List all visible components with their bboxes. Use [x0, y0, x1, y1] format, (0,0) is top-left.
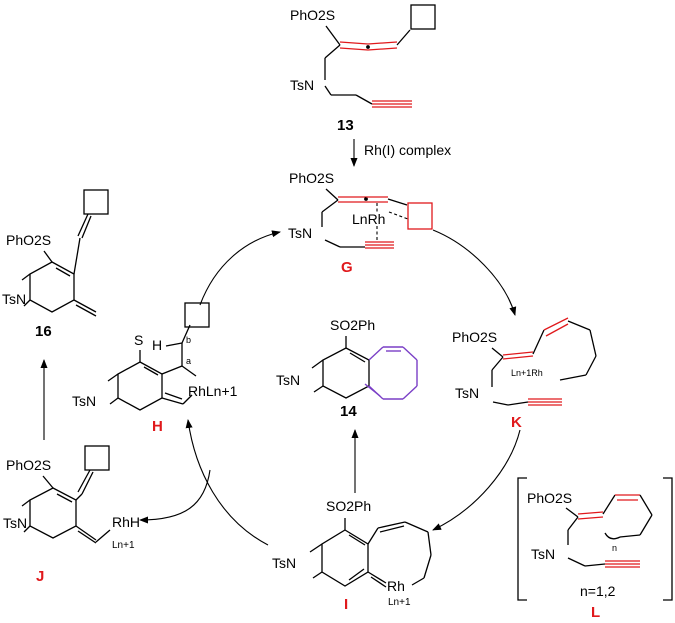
- reagent-label: Rh(I) complex: [364, 142, 451, 158]
- tosylamide-group: TsN: [2, 291, 26, 307]
- tosylamide-group: TsN: [72, 393, 96, 409]
- sulfone-group: PhO2S: [6, 232, 51, 248]
- compound-label-K: K: [511, 414, 522, 431]
- rh-hydride-label: RhH: [112, 514, 140, 530]
- tosylamide-group: TsN: [3, 515, 27, 531]
- sulfone-group: PhO2S: [290, 7, 335, 23]
- arrow-I-to-H: [185, 419, 269, 546]
- tosylamide-group: TsN: [290, 77, 314, 93]
- compound-13: PhO2S TsN 13: [290, 4, 436, 134]
- rh-ligand-label: Ln+1Rh: [511, 368, 543, 378]
- tosylamide-group: TsN: [288, 225, 312, 241]
- compound-J: PhO2S RhH Ln+1 TsN J: [3, 445, 140, 585]
- arrow-to-J: [139, 469, 211, 524]
- sulfur-label: S: [134, 332, 143, 348]
- compound-L: PhO2S n TsN n=1,2 L: [517, 477, 673, 621]
- ligand-label: Ln+1: [388, 597, 411, 608]
- compound-K: PhO2S Ln+1Rh TsN K: [452, 317, 597, 431]
- tosylamide-group: TsN: [455, 385, 479, 401]
- bond-label-a: a: [186, 356, 191, 366]
- compound-G: PhO2S LnRh TsN G: [288, 170, 433, 276]
- compound-14: SO2Ph TsN 14: [276, 317, 418, 420]
- ligand-label: Ln+1: [112, 540, 135, 551]
- ring-size-note: n=1,2: [580, 583, 616, 599]
- bond-label-b: b: [186, 335, 191, 345]
- sulfone-group: PhO2S: [527, 490, 572, 506]
- compound-label-16: 16: [35, 323, 52, 340]
- tosylamide-group: TsN: [531, 546, 555, 562]
- compound-H: S H b a RhLn+1 TsN H: [72, 302, 238, 435]
- rh-ligand-label: RhLn+1: [188, 383, 238, 399]
- compound-label-13: 13: [337, 117, 354, 134]
- compound-label-J: J: [36, 568, 44, 585]
- arrow-G-to-K: [432, 229, 517, 316]
- compound-I: SO2Ph Rh Ln+1 TsN I: [272, 498, 432, 613]
- hydrogen-label: H: [152, 337, 162, 353]
- arrow-K-to-I: [432, 429, 521, 531]
- right-bracket: [663, 477, 673, 601]
- sulfone-group: PhO2S: [289, 170, 334, 186]
- compound-label-G: G: [341, 259, 353, 276]
- compound-label-L: L: [591, 604, 600, 621]
- sulfone-group: SO2Ph: [330, 317, 375, 333]
- sulfone-group: SO2Ph: [326, 498, 371, 514]
- compound-label-H: H: [152, 418, 163, 435]
- rh-ln-label: LnRh: [352, 211, 385, 227]
- tosylamide-group: TsN: [276, 372, 300, 388]
- left-bracket: [517, 477, 527, 601]
- arrow-H-to-G: [199, 230, 281, 306]
- ring-index-label: n: [612, 543, 617, 553]
- sulfone-group: PhO2S: [6, 457, 51, 473]
- compound-label-I: I: [344, 596, 348, 613]
- compound-16: PhO2S TsN 16: [2, 189, 109, 340]
- compound-label-14: 14: [340, 403, 357, 420]
- sulfone-group: PhO2S: [452, 329, 497, 345]
- rh-label: Rh: [387, 578, 405, 594]
- tosylamide-group: TsN: [272, 555, 296, 571]
